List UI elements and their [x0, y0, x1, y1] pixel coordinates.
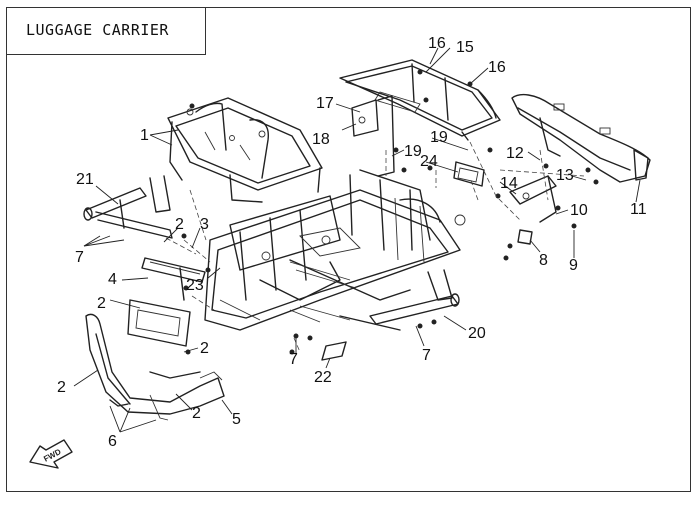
callout-4: 4 — [108, 271, 117, 288]
part-21-rear-bar — [83, 175, 173, 239]
callout-15: 15 — [456, 39, 474, 56]
part-4-rear-plate — [127, 257, 206, 347]
callout-24: 24 — [420, 153, 438, 170]
callout-labels: 1 2 2 2 2 2 3 4 5 6 7 7 7 8 9 10 11 12 1… — [57, 35, 647, 450]
diagram-title: LUGGAGE CARRIER — [26, 21, 169, 39]
part-14-mount — [509, 175, 557, 223]
callout-16: 16 — [488, 59, 506, 76]
part-11-front-bumper — [511, 93, 651, 183]
callout-6: 6 — [108, 433, 117, 450]
callout-1: 1 — [140, 127, 149, 144]
main-chassis-frame — [204, 169, 466, 331]
callout-13: 13 — [556, 167, 574, 184]
callout-21: 21 — [76, 171, 94, 188]
callout-11: 11 — [630, 201, 647, 218]
part-22-bracket — [321, 341, 347, 361]
callout-17: 17 — [316, 95, 334, 112]
part-8-clip — [517, 229, 533, 245]
callout-3: 3 — [200, 216, 209, 233]
callout-7: 7 — [289, 351, 298, 368]
part-15-roof-frame — [339, 59, 501, 141]
leader-lines — [73, 47, 641, 433]
part-1-rear-rack — [167, 97, 323, 203]
callout-18: 18 — [312, 131, 330, 148]
callout-23: 23 — [186, 277, 204, 294]
callout-8: 8 — [539, 252, 548, 269]
callout-2: 2 — [175, 216, 184, 233]
callout-2: 2 — [192, 405, 201, 422]
callout-16: 16 — [428, 35, 446, 52]
forward-direction-arrow: FWD — [29, 439, 73, 469]
part-17-bracket — [351, 95, 395, 177]
diagram-border — [6, 7, 691, 492]
callout-20: 20 — [468, 325, 486, 342]
part-5-front-lower-bumper — [85, 313, 225, 421]
callout-9: 9 — [569, 257, 578, 274]
callout-2: 2 — [57, 379, 66, 396]
fasteners — [181, 69, 599, 355]
callout-5: 5 — [232, 411, 241, 428]
callout-2: 2 — [97, 295, 106, 312]
alignment-lines — [165, 141, 585, 353]
part-24-plate — [453, 161, 485, 187]
callout-7: 7 — [422, 347, 431, 364]
callout-2: 2 — [200, 340, 209, 357]
title-box: LUGGAGE CARRIER — [6, 7, 206, 55]
part-20-side-step — [289, 261, 460, 331]
callout-19: 19 — [404, 143, 422, 160]
callout-10: 10 — [570, 202, 588, 219]
callout-12: 12 — [506, 145, 524, 162]
callout-7: 7 — [75, 249, 84, 266]
callout-19: 19 — [430, 129, 448, 146]
callout-22: 22 — [314, 369, 332, 386]
callout-14: 14 — [500, 175, 518, 192]
